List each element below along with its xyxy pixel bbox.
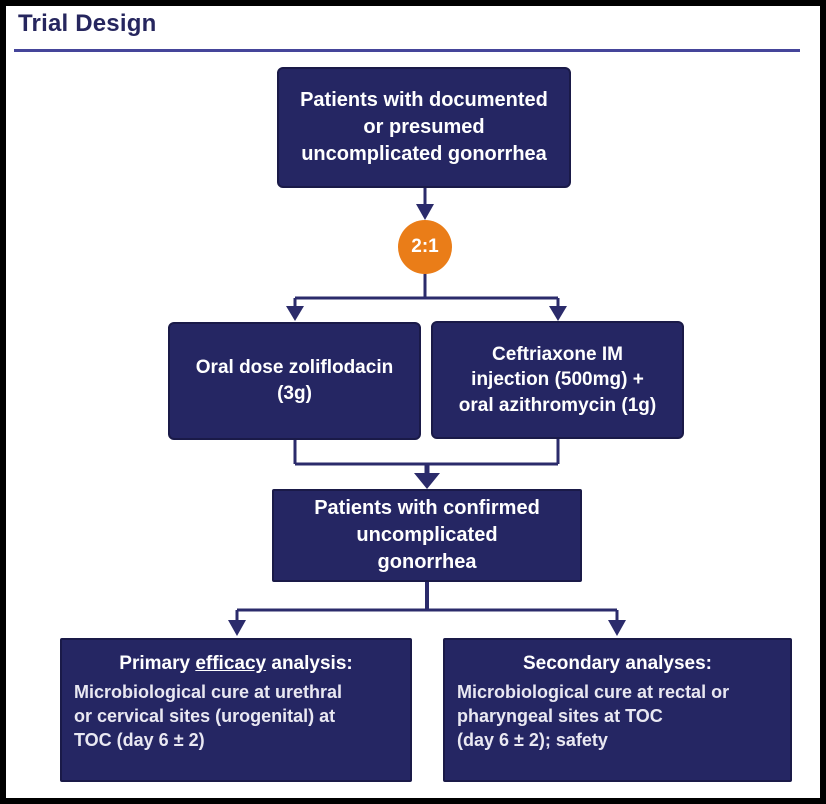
- primary-analysis-heading: Primary efficacy analysis:: [74, 652, 398, 677]
- connector-bottom-split: [235, 608, 619, 622]
- secondary-analysis-body: Microbiological cure at rectal or pharyn…: [457, 681, 730, 751]
- title-underline-rule: [14, 49, 800, 52]
- primary-heading-pre: Primary: [119, 653, 196, 674]
- connector-converge: [293, 439, 560, 466]
- page-title: Trial Design: [18, 10, 157, 37]
- connector-ratio-split: [293, 273, 560, 309]
- arrow-down-icon: [608, 620, 626, 636]
- node-zoliflodacin-arm: Oral dose zoliflodacin (3g): [168, 322, 421, 440]
- arrow-down-icon: [416, 204, 434, 220]
- arrow-down-icon: [286, 306, 304, 321]
- randomization-ratio-badge: 2:1: [398, 220, 452, 274]
- primary-analysis-body: Microbiological cure at urethral or cerv…: [74, 681, 343, 751]
- arrow-down-icon: [228, 620, 246, 636]
- primary-heading-efficacy: efficacy: [195, 653, 267, 674]
- node-documented-patients: Patients with documented or presumed unc…: [277, 67, 571, 188]
- node-secondary-analysis: Secondary analyses: Microbiological cure…: [443, 638, 792, 782]
- arrow-down-icon: [414, 473, 440, 489]
- arrow-down-icon: [549, 306, 567, 321]
- connector-arrowheads: [228, 204, 626, 636]
- node-primary-analysis: Primary efficacy analysis: Microbiologic…: [60, 638, 412, 782]
- node-ceftriaxone-arm: Ceftriaxone IM injection (500mg) + oral …: [431, 321, 684, 439]
- primary-heading-post: analysis:: [266, 653, 353, 674]
- secondary-analysis-heading: Secondary analyses:: [522, 653, 713, 674]
- node-confirmed-patients: Patients with confirmed uncomplicated go…: [272, 489, 582, 582]
